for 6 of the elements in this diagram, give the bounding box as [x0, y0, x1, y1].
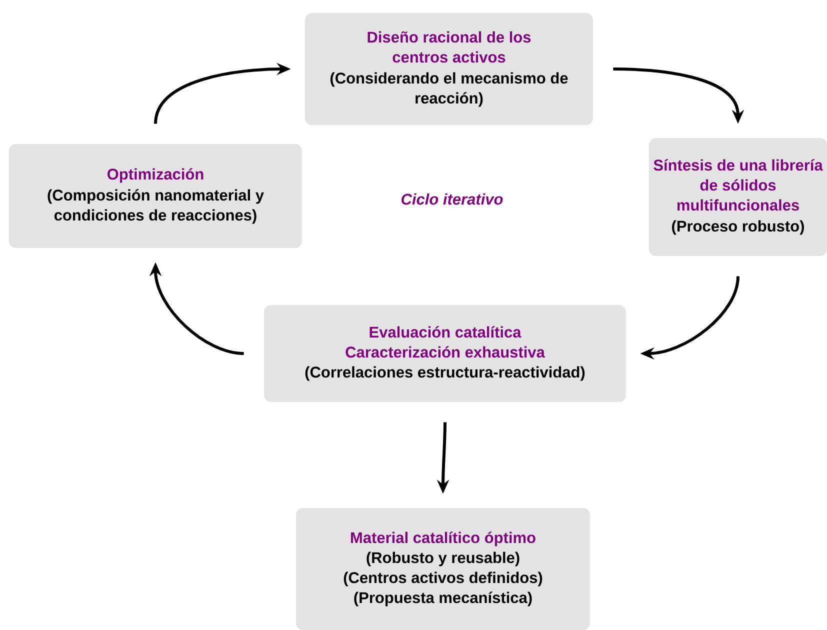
- process-box: Material catalítico óptimo (Robusto y reusable) (Centros activos definidos) (Propuesta mecanística): [296, 508, 590, 630]
- process-box: Síntesis de una librería de sólidos multifuncionales (Proceso robusto): [649, 138, 827, 256]
- process-box: Evaluación catalítica Caracterización exhaustiva (Correlaciones estructura-reactividad): [264, 305, 626, 402]
- process-box: Diseño racional de los centros activos (Considerando el mecanismo de reacción): [305, 13, 593, 125]
- cycle-label: Ciclo iterativo: [402, 193, 503, 205]
- process-box: Optimización (Composición nanomaterial y condiciones de reacciones): [9, 144, 302, 248]
